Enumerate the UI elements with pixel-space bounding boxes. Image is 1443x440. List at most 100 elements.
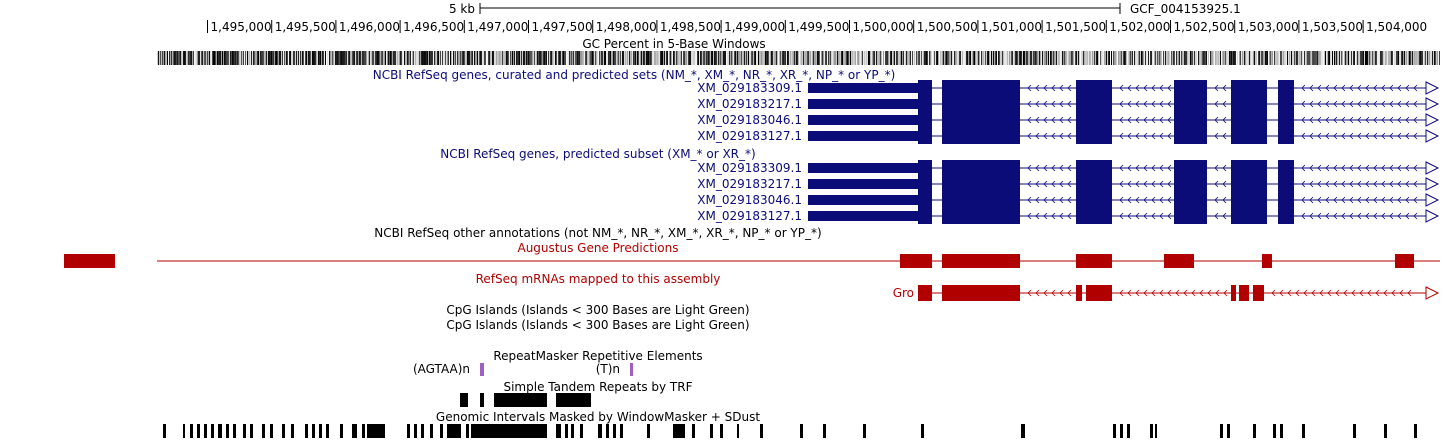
windowmasker-feature	[556, 424, 561, 438]
windowmasker-feature	[447, 424, 461, 438]
windowmasker-feature	[204, 424, 207, 438]
repeat-label-tn[interactable]: (T)n	[595, 362, 620, 376]
ruler-tick-label: 1,502,000	[1109, 20, 1171, 34]
windowmasker-feature	[163, 424, 166, 438]
augustus-exon	[1076, 254, 1106, 268]
refseq-other-track-title[interactable]: NCBI RefSeq other annotations (not NM_*,…	[374, 226, 822, 240]
gc-track-title[interactable]: GC Percent in 5-Base Windows	[582, 37, 766, 51]
repeatmasker-track-title[interactable]: RepeatMasker Repetitive Elements	[493, 349, 703, 363]
mrna-exon	[1239, 285, 1249, 301]
augustus-exon	[64, 254, 107, 268]
trf-feature[interactable]	[460, 393, 468, 407]
ruler-tick-label: 1,500,000	[852, 20, 914, 34]
windowmasker-feature	[262, 424, 265, 438]
mrna-exon	[1076, 285, 1082, 301]
augustus-exon	[918, 254, 932, 268]
trf-feature[interactable]	[556, 393, 591, 407]
windowmasker-feature	[606, 424, 609, 438]
windowmasker-feature	[921, 424, 924, 438]
cpg-track-title-1[interactable]: CpG Islands (Islands < 300 Bases are Lig…	[446, 303, 750, 317]
gene-label-refseq-all-1[interactable]: XM_029183309.1	[697, 81, 802, 95]
trf-feature[interactable]	[494, 393, 547, 407]
augustus-exon	[107, 254, 115, 268]
refseq-all-gene-model[interactable]	[808, 80, 1440, 96]
repeat-feature-agtaa[interactable]	[480, 363, 484, 376]
windowmasker-feature	[580, 424, 583, 438]
mrna-track[interactable]	[918, 285, 1440, 301]
windowmasker-feature	[720, 424, 723, 438]
gene-label-refseq-all-3[interactable]: XM_029183046.1	[697, 113, 802, 127]
gene-label-refseq-predicted-3[interactable]: XM_029183046.1	[697, 193, 802, 207]
windowmasker-feature	[190, 424, 193, 438]
windowmasker-feature	[197, 424, 200, 438]
windowmasker-feature	[326, 424, 329, 438]
refseq-all-gene-model[interactable]	[808, 112, 1440, 128]
windowmasker-feature	[407, 424, 410, 438]
refseq-predicted-gene-model[interactable]	[808, 192, 1440, 208]
gene-label-refseq-predicted-2[interactable]: XM_029183217.1	[697, 177, 802, 191]
windowmasker-feature	[233, 424, 236, 438]
windowmasker-feature	[1273, 424, 1276, 438]
augustus-exon	[1106, 254, 1112, 268]
windowmasker-feature	[211, 424, 214, 438]
windowmasker-track-title[interactable]: Genomic Intervals Masked by WindowMasker…	[435, 410, 761, 424]
ruler-tick-label: 1,495,500	[274, 20, 336, 34]
refseq-all-track-title[interactable]: NCBI RefSeq genes, curated and predicted…	[372, 68, 896, 82]
windowmasker-feature	[673, 424, 685, 438]
repeat-label-agtaa[interactable]: (AGTAA)n	[413, 362, 470, 376]
windowmasker-track[interactable]	[163, 424, 1417, 438]
ruler-tick-label: 1,502,500	[1173, 20, 1235, 34]
refseq-predicted-gene-model[interactable]	[808, 160, 1440, 176]
trf-track-title[interactable]: Simple Tandem Repeats by TRF	[503, 380, 693, 394]
windowmasker-feature	[319, 424, 322, 438]
mrna-label-gro[interactable]: Gro	[892, 286, 914, 300]
windowmasker-feature	[565, 424, 568, 438]
gc-track[interactable]	[157, 51, 1440, 65]
gene-tracks[interactable]	[808, 80, 1440, 224]
windowmasker-feature	[243, 424, 246, 438]
repeatmasker-track[interactable]	[480, 363, 633, 376]
windowmasker-feature	[282, 424, 285, 438]
windowmasker-feature	[250, 424, 253, 438]
ruler-tick-label: 1,498,000	[595, 20, 657, 34]
refseq-all-gene-model[interactable]	[808, 96, 1440, 112]
refseq-predicted-track-title[interactable]: NCBI RefSeq genes, predicted subset (XM_…	[440, 147, 756, 161]
augustus-track-title[interactable]: Augustus Gene Predictions	[517, 241, 679, 255]
windowmasker-feature	[1127, 424, 1130, 438]
ruler-tick-label: 1,497,500	[531, 20, 593, 34]
windowmasker-feature	[823, 424, 826, 438]
gene-label-refseq-all-2[interactable]: XM_029183217.1	[697, 97, 802, 111]
refseq-predicted-gene-model[interactable]	[808, 208, 1440, 224]
windowmasker-feature	[647, 424, 650, 438]
windowmasker-feature	[571, 424, 574, 438]
windowmasker-feature	[1253, 424, 1256, 438]
refseq-predicted-gene-model[interactable]	[808, 176, 1440, 192]
augustus-exon	[942, 254, 1020, 268]
trf-track[interactable]	[460, 393, 591, 407]
assembly-label: GCF_004153925.1	[1130, 2, 1241, 16]
refseq-mrna-track-title[interactable]: RefSeq mRNAs mapped to this assembly	[475, 272, 721, 286]
gene-label-refseq-all-4[interactable]: XM_029183127.1	[697, 129, 802, 143]
windowmasker-feature	[1220, 424, 1223, 438]
trf-feature[interactable]	[480, 393, 484, 407]
windowmasker-feature	[352, 424, 357, 438]
gene-label-refseq-predicted-1[interactable]: XM_029183309.1	[697, 161, 802, 175]
ruler-tick-label: 1,499,000	[724, 20, 786, 34]
ruler-tick-label: 1,497,000	[467, 20, 529, 34]
refseq-all-gene-model[interactable]	[808, 128, 1440, 144]
ruler-tick-label: 1,501,500	[1045, 20, 1107, 34]
windowmasker-feature	[598, 424, 602, 438]
mrna-exon	[1086, 285, 1112, 301]
ruler-tick-label: 1,504,000	[1366, 20, 1428, 34]
mrna-end-arrow	[1425, 286, 1440, 300]
gene-label-refseq-predicted-4[interactable]: XM_029183127.1	[697, 209, 802, 223]
augustus-track[interactable]	[64, 254, 1440, 268]
windowmasker-feature	[1150, 424, 1153, 438]
windowmasker-feature	[1414, 424, 1417, 438]
windowmasker-feature	[305, 424, 308, 438]
windowmasker-feature	[466, 424, 469, 438]
repeat-feature-tn[interactable]	[630, 363, 633, 376]
cpg-track-title-2[interactable]: CpG Islands (Islands < 300 Bases are Lig…	[446, 318, 750, 332]
